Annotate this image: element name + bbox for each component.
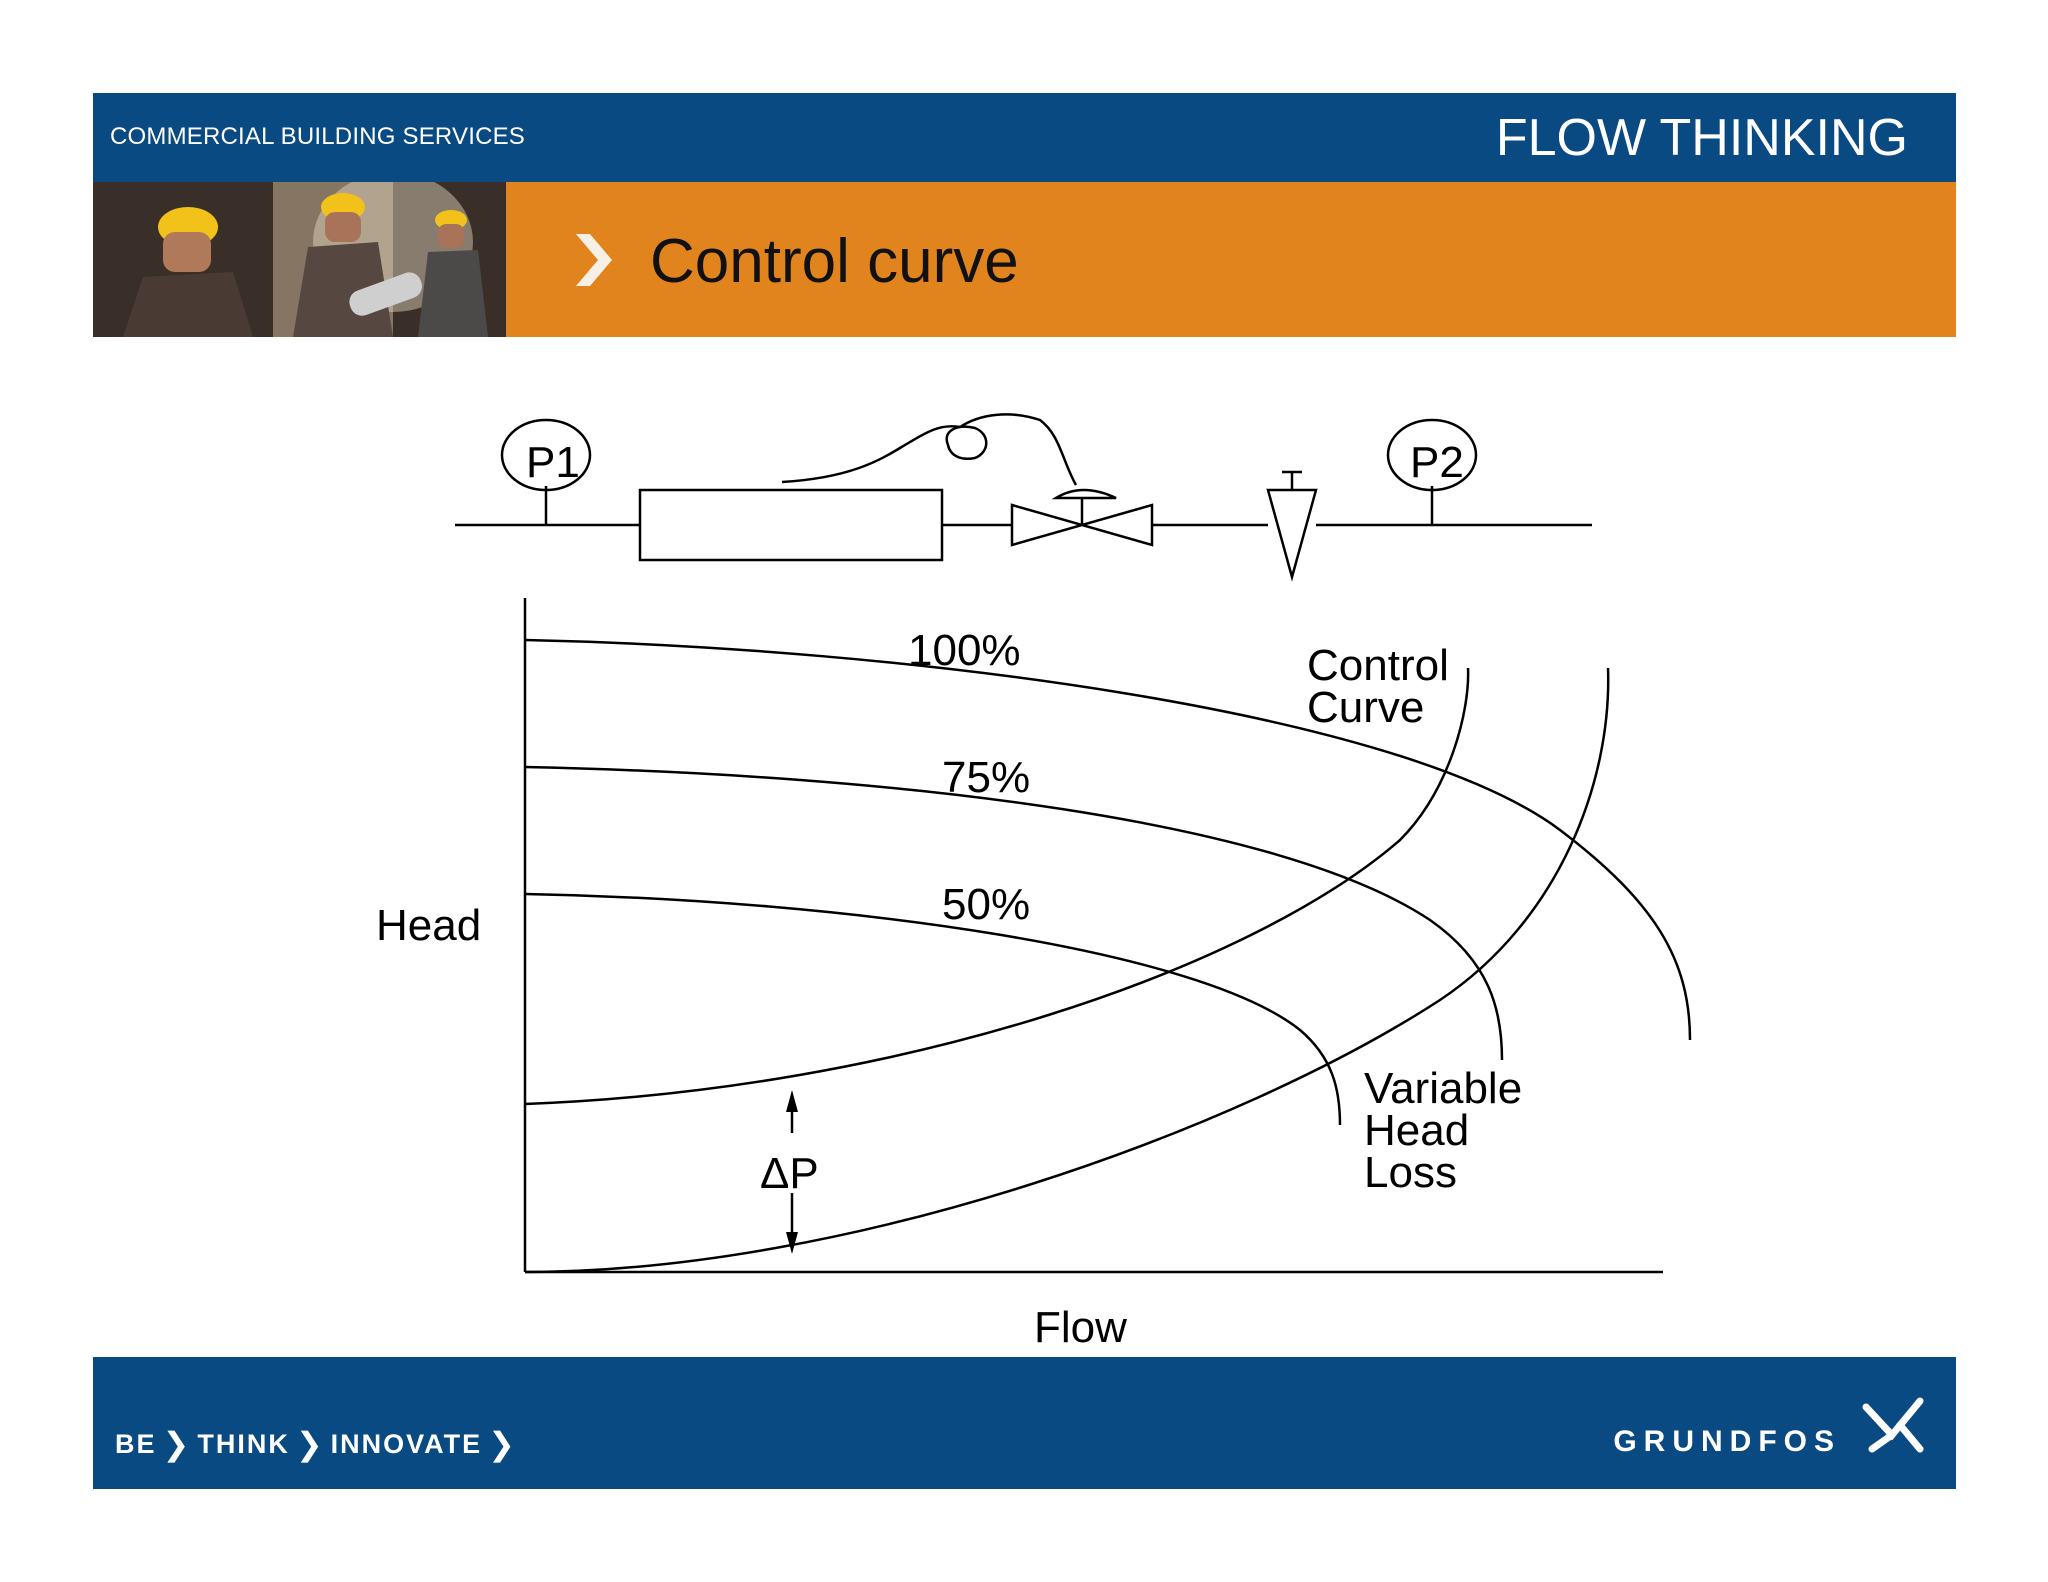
control-signal-wire [781,413,1078,486]
control-curve-label-line1: Control [1307,641,1449,690]
pump-curve-50 [524,892,1342,1126]
tagline-be: BE [115,1428,157,1459]
section-label: COMMERCIAL BUILDING SERVICES [110,123,526,150]
delta-p-label: ΔP [760,1149,819,1198]
title-band: Control curve [506,182,1956,337]
delta-p-arrow-down [786,1232,798,1254]
x-axis-label: Flow [1034,1303,1127,1352]
controller-loop [945,425,988,460]
y-axis-label: Head [376,901,481,950]
valve-actuator [1051,488,1117,500]
chevron-right-icon: ❯ [162,1426,192,1462]
curve-label-100: 100% [908,626,1021,675]
slide-title: Control curve [650,227,1019,296]
chevron-right-icon [576,234,612,286]
control-valve [1010,503,1154,547]
pump-box [638,488,944,562]
variable-head-loss-label-line1: Variable [1364,1064,1522,1113]
delta-p-arrow-up [786,1090,798,1112]
grundfos-logo-text: GRUNDFOS [1613,1425,1841,1458]
variable-head-loss-label-line2: Head [1364,1106,1469,1155]
chevron-right-icon: ❯ [295,1426,325,1462]
gauge-p1 [500,418,592,492]
tagline: BE ❯ THINK ❯ INNOVATE ❯ [115,1428,523,1460]
tagline-think: THINK [197,1428,290,1459]
grundfos-logo-icon [1862,1397,1924,1453]
workers-photo [93,182,506,337]
gauge-p2 [1386,418,1478,492]
curve-label-75: 75% [942,753,1030,802]
gauge-label-p1: P1 [526,438,580,487]
pump-curve-75 [524,765,1504,1061]
brand-title: FLOW THINKING [1495,109,1908,167]
control-curve-label-line2: Curve [1307,683,1424,732]
variable-head-loss-label-line3: Loss [1364,1148,1457,1197]
pump-curve-100 [524,638,1692,1041]
curve-label-50: 50% [942,880,1030,929]
flow-meter [1266,488,1318,582]
chevron-right-icon: ❯ [488,1426,517,1462]
control-curve [524,667,1470,1106]
workers-photo-art [93,182,506,337]
footer-band: BE ❯ THINK ❯ INNOVATE ❯ GRUNDFOS [93,1357,1956,1489]
tagline-innovate: INNOVATE [330,1428,483,1459]
header-band: COMMERCIAL BUILDING SERVICES FLOW THINKI… [93,93,1956,182]
gauge-label-p2: P2 [1410,438,1464,487]
